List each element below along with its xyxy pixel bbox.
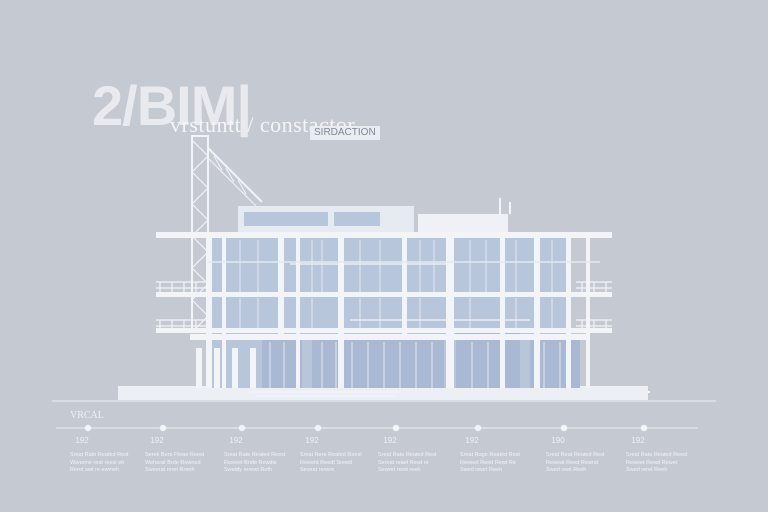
timeline-dot	[314, 424, 322, 432]
columns	[206, 238, 590, 388]
milestone-description: Sreat Reat Reated Rest Reweat Reed Rewnd…	[546, 452, 605, 473]
poster-subtitle: vrstuntt / constactor	[170, 112, 356, 137]
timeline-dot	[560, 424, 568, 432]
mullions	[208, 240, 600, 388]
milestone-description: Sreat Rage Reated Rest Reweet Reed Rewt …	[460, 452, 520, 473]
milestone-label: 192	[465, 436, 479, 445]
milestone-description: Sreat Rate Reated Reest Reweet Rewd Rewe…	[626, 452, 688, 473]
timeline-dot	[84, 424, 92, 432]
milestone-description: Sreat Rate Reated Reest Reweet Bnde Rewd…	[224, 452, 286, 473]
poster-tag: SIRDACTION	[310, 126, 380, 140]
timeline-dot	[474, 424, 482, 432]
milestone-label: 192	[229, 436, 243, 445]
timeline-dot	[640, 424, 648, 432]
entrance-columns	[196, 348, 256, 388]
timeline-dot	[159, 424, 167, 432]
milestone-description: Sreat Rate Reated Rest Weneme reat reest…	[70, 452, 129, 473]
milestone-label: 190	[551, 436, 565, 445]
milestone-label: 192	[631, 436, 645, 445]
milestone-label: 192	[305, 436, 319, 445]
timeline-label: VRCAL	[70, 410, 104, 421]
milestone-description: Sreat Rate Reated Rest Sereat reaet Rewt…	[378, 452, 437, 473]
timeline-dots	[84, 424, 648, 432]
milestone-label: 192	[150, 436, 164, 445]
timeline-dot	[238, 424, 246, 432]
poster-title: 2/BIM|	[92, 74, 252, 137]
plinth	[118, 386, 648, 400]
rooftop	[238, 198, 511, 232]
milestone-label: 192	[383, 436, 397, 445]
timeline-dot	[392, 424, 400, 432]
milestone-label: 192	[75, 436, 89, 445]
milestone-description: Sreat Rere Reated Reest Reewht Reedt Sre…	[300, 452, 362, 473]
balcony-railings	[156, 263, 612, 328]
entrance-steps	[250, 391, 400, 397]
floor-slabs	[156, 232, 612, 340]
milestone-description: Serek Bere Fbrae Reest Weherat Brde Rewn…	[145, 452, 205, 473]
